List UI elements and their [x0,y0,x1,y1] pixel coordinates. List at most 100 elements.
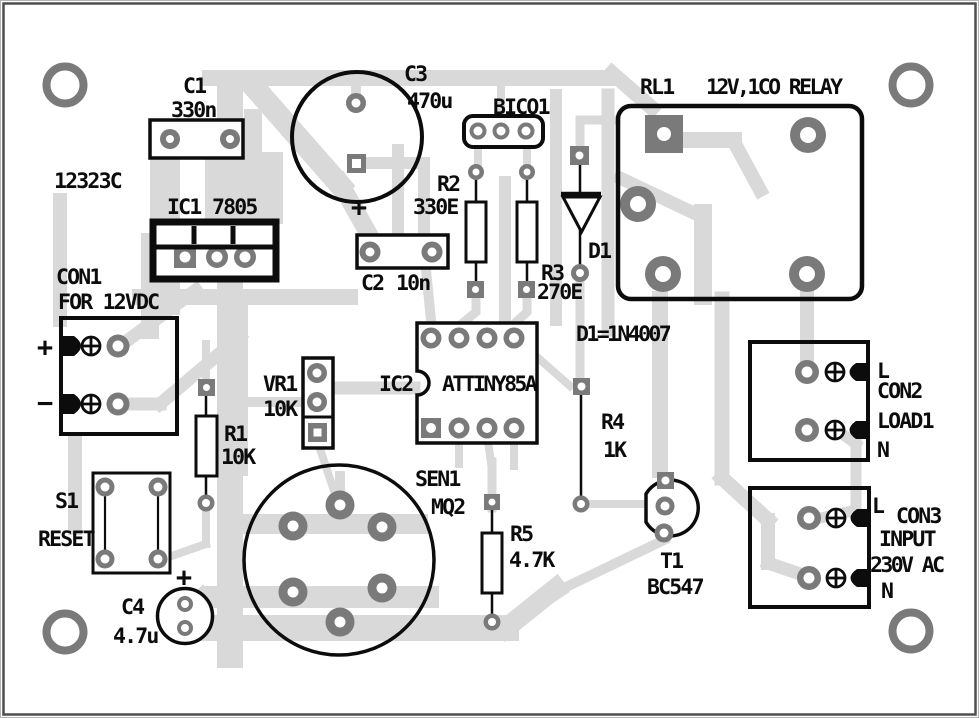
c3-polarity-label: + [351,192,367,223]
silkscreen-labels: 12323C C1 330n IC1 7805 C3 470u + BICO1 … [37,62,947,649]
rl1-outline [615,103,865,302]
screw-terminal-symbols [80,335,847,589]
r2-value-label: 330E [413,195,458,220]
con1-desc-label: FOR 12VDC [58,290,159,315]
vr1-value-label: 10K [263,397,298,422]
bico1-ref-label: BICO1 [493,95,550,120]
r3-pads [518,164,535,298]
con3-screw-n [825,567,847,589]
c4-outline [155,586,215,646]
con1-pads [106,334,130,416]
mounting-hole-top-right [888,62,934,108]
r1-value-label: 10K [221,445,256,470]
con1-ref-label: CON1 [56,265,101,290]
r1-body [194,414,219,478]
sen1-ref-label: SEN1 [415,467,460,492]
component-outlines [59,103,871,657]
r4-pads [572,378,590,513]
con2-wedge-l [849,363,868,381]
con3-wedge-l [850,509,869,527]
d1-ref-label: D1 [588,239,611,264]
c4-pads [177,596,193,636]
con3-neutral-label: N [881,579,893,604]
r3-body [515,200,539,264]
ic2-outline [415,321,539,445]
t1-ref-label: T1 [660,549,683,574]
s1-pads [95,477,168,569]
con3-desc2-label: 230V AC [870,553,944,578]
sen1-outline [242,463,436,657]
con1-wedge-minus [62,394,81,414]
r4-value-label: 1K [603,438,627,463]
c1-pads [160,129,240,149]
c3-pads [346,93,366,173]
bico1-pads [469,122,535,140]
con1-screw-plus [80,335,102,357]
mounting-hole-bottom-right [888,608,934,654]
r3-ref-label: R3 [541,261,564,286]
con2-desc-label: LOAD1 [877,409,934,434]
c2-value-label: 10n [396,271,430,296]
con1-outline [59,316,179,436]
r2-ref-label: R2 [437,172,460,197]
con3-desc1-label: INPUT [879,527,936,552]
t1-pads [654,472,675,543]
con3-pads [797,506,821,590]
c4-value-label: 4.7u [113,624,158,649]
c3-value-label: 470u [407,89,452,114]
d1-pads [570,146,589,282]
sen1-value-label: MQ2 [431,495,465,520]
d1-note-label: D1=1N4007 [576,322,671,347]
c3-outline [290,70,424,204]
c4-polarity-label: + [176,562,192,593]
c3-ref-label: C3 [404,62,427,87]
rl1-ref-label: RL1 [640,75,674,100]
t1-value-label: BC547 [647,575,704,600]
r5-body [480,531,504,595]
con3-outline [748,486,871,609]
c2-ref-label: C2 [361,271,384,296]
ic1-pads [174,246,256,268]
rl1-value-label: 12V,1CO RELAY [706,75,843,100]
ic2-value-label: ATTINY85A [442,372,538,397]
con3-screw-l [825,507,847,529]
ic1-ref-label: IC1 [167,195,201,220]
con2-screw-n [824,419,846,441]
con1-wedge-plus [62,336,81,356]
con1-minus-label: − [37,388,53,419]
c1-ref-label: C1 [183,74,206,99]
con1-plus-label: + [37,332,53,363]
ic1-value-label: 7805 [212,195,257,220]
c1-value-label: 330n [171,98,216,123]
r5-pads [483,494,501,631]
r2-body [464,200,488,264]
r1-pads [197,379,215,512]
vr1-ref-label: VR1 [263,372,297,397]
s1-value-label: RESET [38,527,95,552]
con2-line-label: L [877,359,890,384]
con3-wedge-n [850,569,869,587]
solder-pads [42,62,934,655]
ic2-ref-label: IC2 [379,372,413,397]
rl1-pads [620,115,826,292]
r3-value-label: 270E [537,280,582,305]
sen1-pads [278,490,397,637]
con2-wedge-n [849,421,868,439]
con3-line-label: L [872,494,885,519]
r4-ref-label: R4 [601,410,624,435]
con1-screw-minus [80,393,102,415]
con2-screw-l [824,361,846,383]
con2-neutral-label: N [877,438,889,463]
board-code-label: 12323C [54,169,122,194]
r5-ref-label: R5 [510,522,533,547]
r5-value-label: 4.7K [509,548,555,573]
ic2-pads [420,327,525,439]
r1-ref-label: R1 [224,422,247,447]
mounting-hole-top-left [42,62,88,108]
mounting-hole-bottom-left [42,609,88,655]
r2-pads [467,164,484,298]
con2-outline [748,340,870,462]
vr1-pads [307,363,327,442]
